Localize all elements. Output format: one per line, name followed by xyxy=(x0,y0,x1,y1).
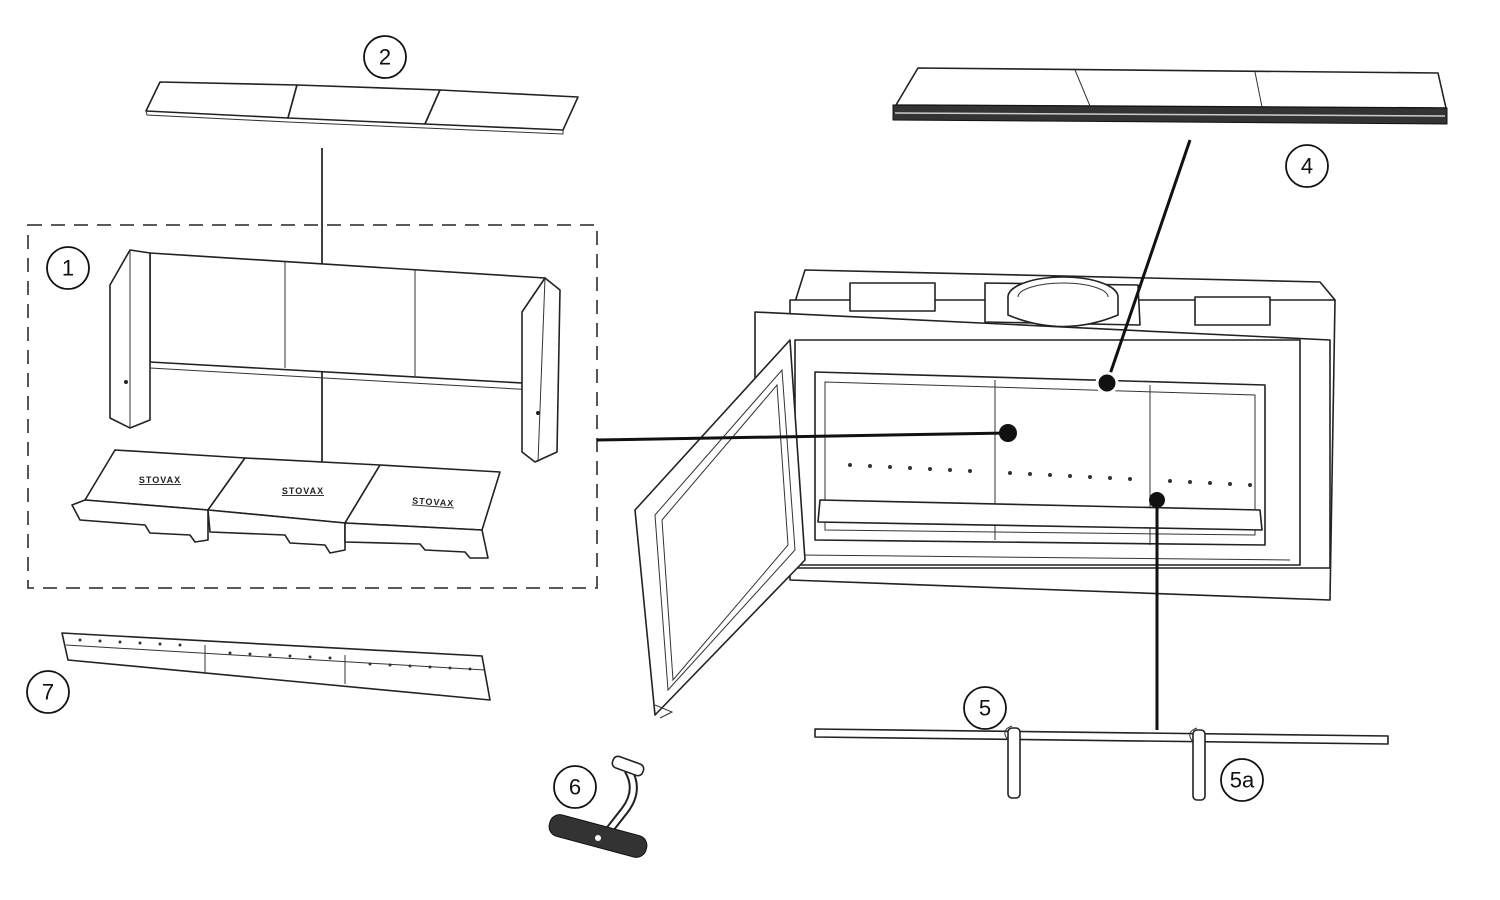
callout-label: 1 xyxy=(62,256,74,281)
callout-6: 6 xyxy=(553,765,597,809)
callout-5: 5 xyxy=(963,686,1007,730)
part-5a-clip xyxy=(1004,725,1021,799)
callout-5a: 5a xyxy=(1220,758,1264,802)
callout-4: 4 xyxy=(1285,144,1329,188)
part-1-group-boundary xyxy=(27,224,598,589)
callout-label: 5a xyxy=(1230,768,1255,793)
part-7-grate-bar xyxy=(61,632,491,701)
callout-label: 4 xyxy=(1301,154,1313,179)
callout-7: 7 xyxy=(26,670,70,714)
callout-2: 2 xyxy=(363,35,407,79)
callout-label: 5 xyxy=(979,696,991,721)
part-5a-clip xyxy=(1189,727,1206,801)
part-4-top-baffle xyxy=(892,67,1448,125)
callout-1: 1 xyxy=(46,246,90,290)
part-2-baffle-panels xyxy=(145,81,579,135)
part-5-grate-rod xyxy=(814,725,1389,801)
brand-logo: STOVAX xyxy=(412,496,455,509)
brand-logo: STOVAX xyxy=(282,486,324,496)
callout-label: 6 xyxy=(569,775,581,800)
stove-door xyxy=(634,339,806,719)
part-1-firebrick-set: STOVAX STOVAX STOVAX xyxy=(71,249,561,559)
leader-lines xyxy=(596,139,1192,730)
callout-label: 2 xyxy=(379,45,391,70)
part-6-operating-tool xyxy=(548,755,648,858)
callout-label: 7 xyxy=(42,680,54,705)
brand-logo: STOVAX xyxy=(139,475,181,485)
